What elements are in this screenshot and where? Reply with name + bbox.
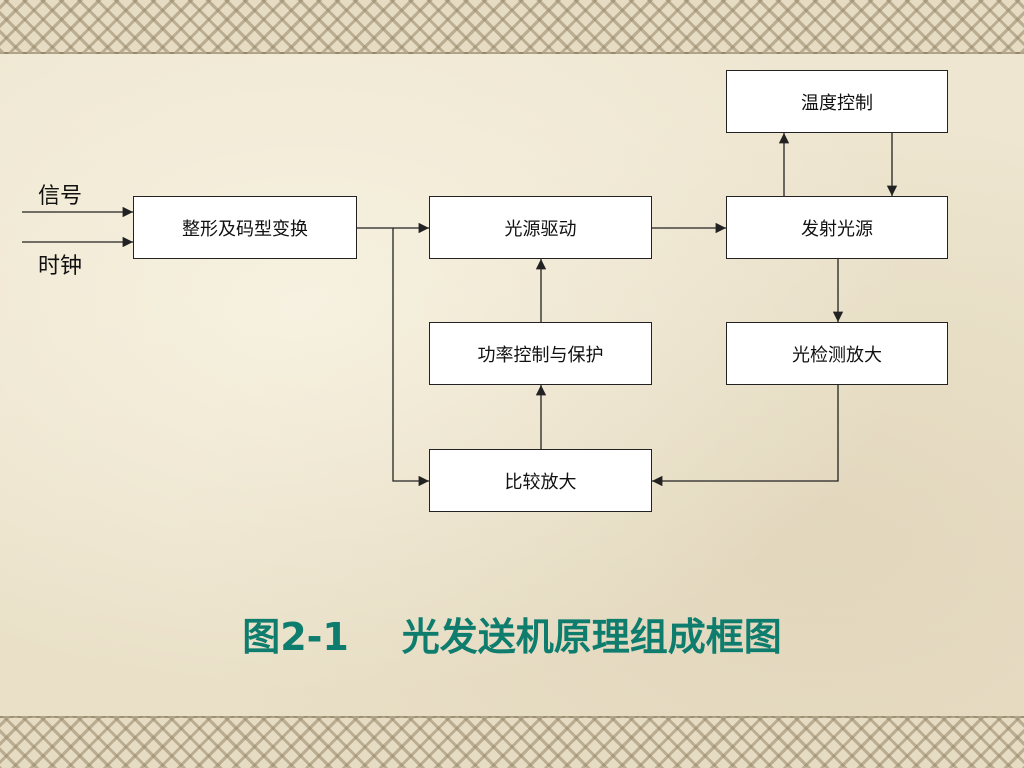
temp-control-block: 温度控制 xyxy=(726,70,948,133)
detector-amp-block: 光检测放大 xyxy=(726,322,948,385)
shaping-block: 整形及码型变换 xyxy=(133,196,357,259)
clock-input-label: 时钟 xyxy=(38,254,83,279)
emitter-block: 发射光源 xyxy=(726,196,948,259)
figure-caption: 图2-1 光发送机原理组成框图 xyxy=(242,615,782,659)
power-control-block: 功率控制与保护 xyxy=(429,322,652,385)
comparator-amp-block: 比较放大 xyxy=(429,449,652,512)
signal-input-label: 信号 xyxy=(38,184,83,209)
detector-to-comparator-arrow xyxy=(652,385,839,487)
shaping-to-comparator-arrow xyxy=(392,228,429,487)
light-driver-block: 光源驱动 xyxy=(429,196,652,259)
bottom-border-pattern xyxy=(0,716,1024,768)
top-border-pattern xyxy=(0,0,1024,54)
